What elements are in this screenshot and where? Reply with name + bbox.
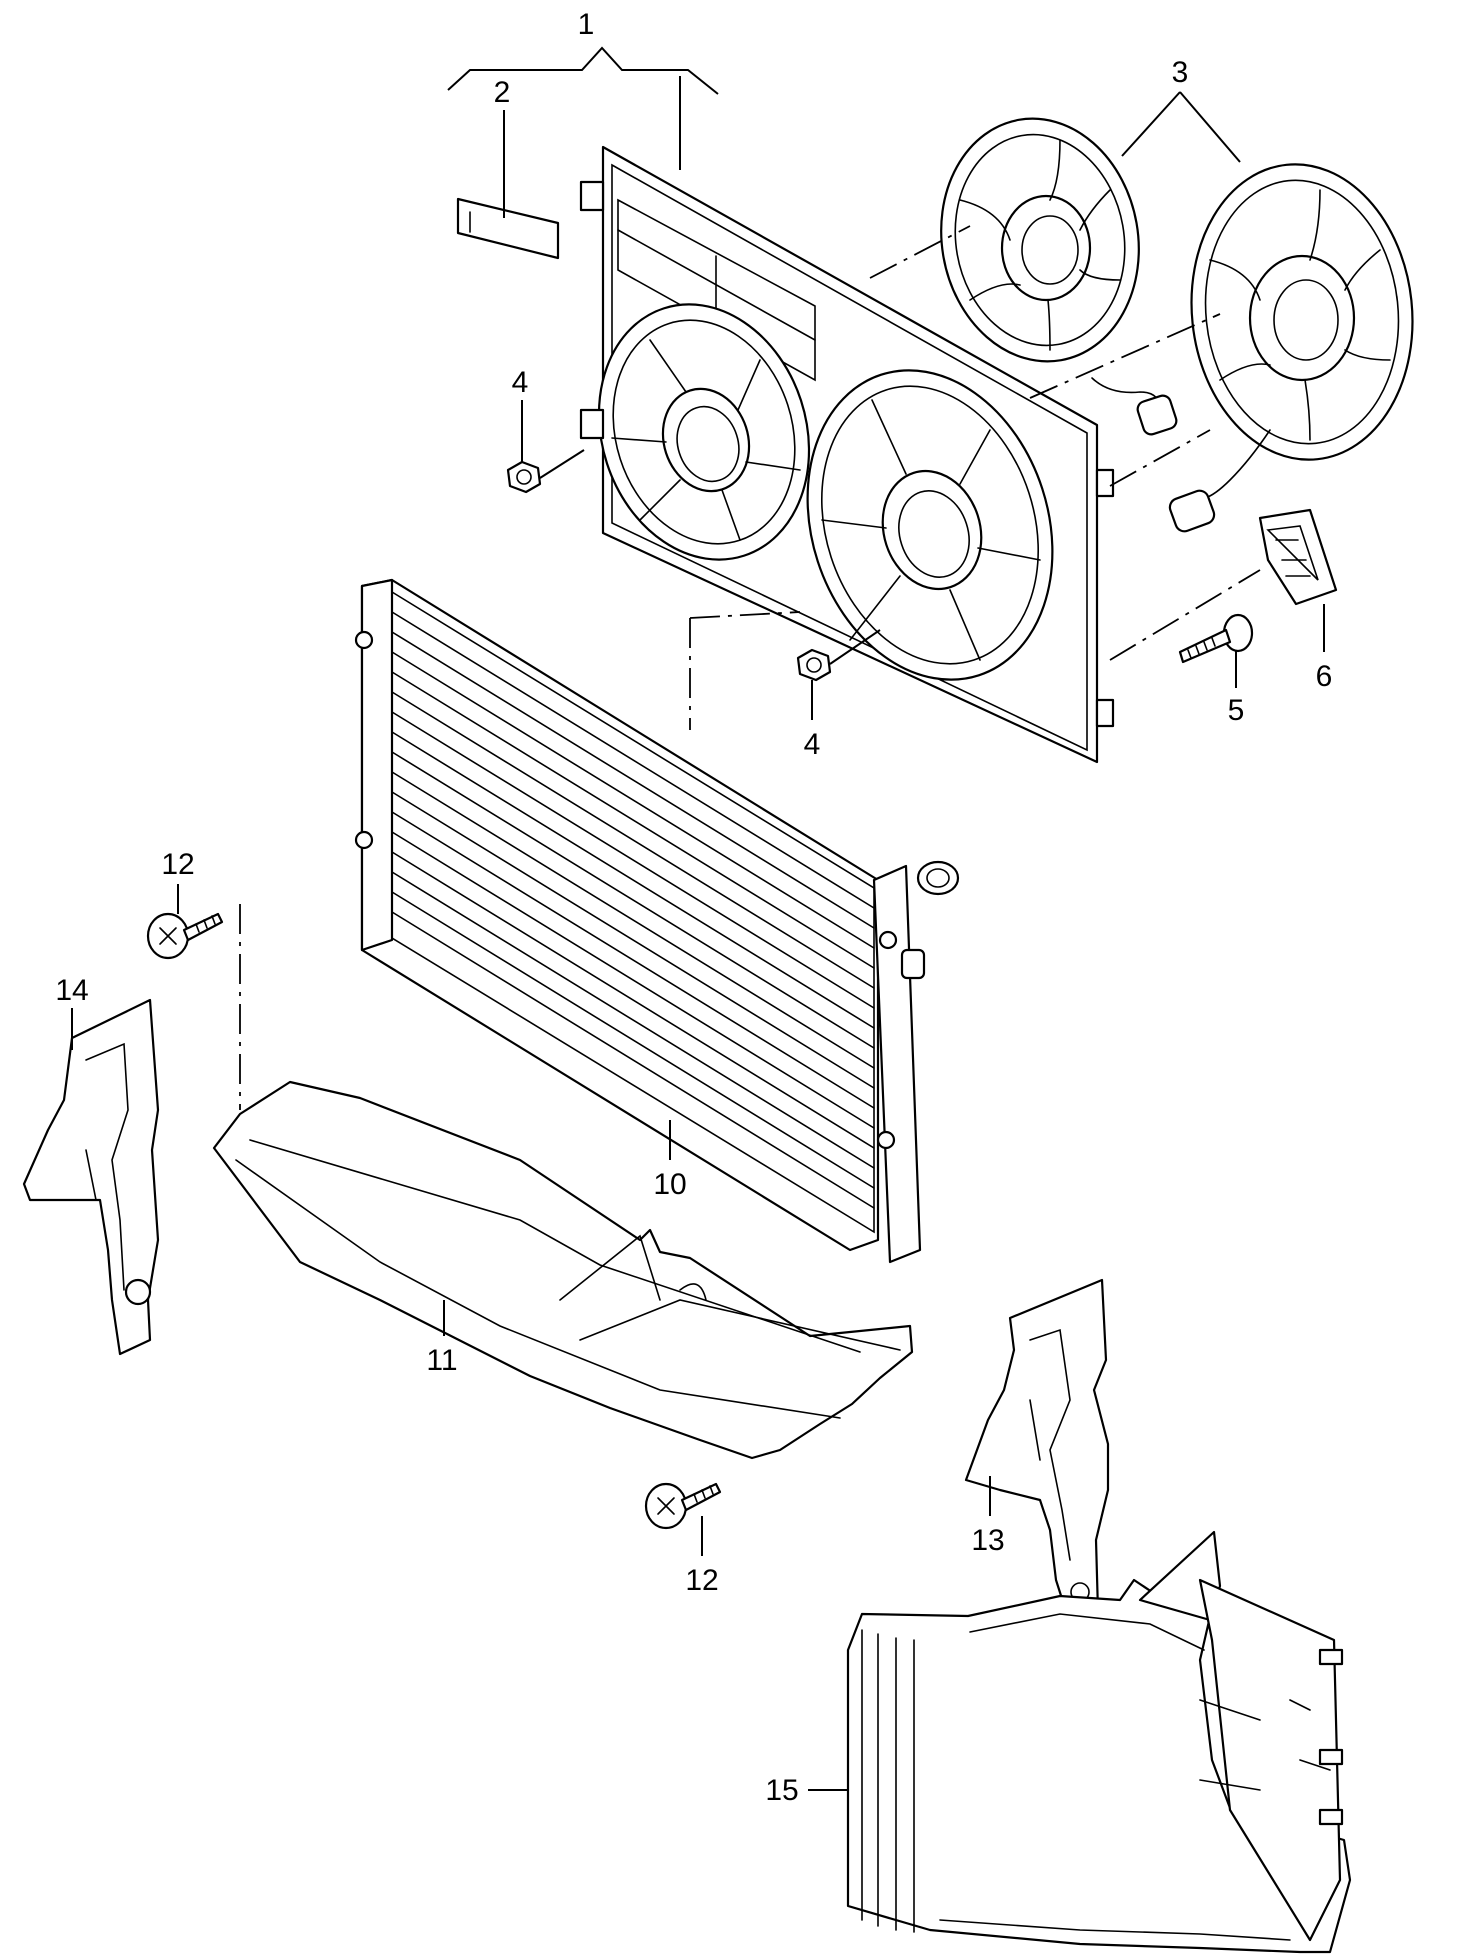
callout-4-lower: 4	[804, 728, 821, 761]
shroud-right-fan-ring	[806, 369, 1054, 681]
nut-upper	[506, 460, 542, 494]
callout-12-upper: 12	[161, 848, 194, 881]
callout-13: 13	[971, 1524, 1004, 1557]
callout-1: 1	[578, 8, 595, 41]
fan-shroud	[579, 145, 1115, 764]
callout-5: 5	[1228, 694, 1245, 727]
callout-15: 15	[765, 1774, 798, 1807]
callout-4-upper: 4	[512, 366, 529, 399]
nut-lower	[796, 648, 832, 682]
bolt-12-lower	[644, 1482, 722, 1530]
screw-5	[1178, 613, 1254, 664]
fan-left	[940, 117, 1178, 436]
alignment-lines	[239, 225, 1261, 1110]
callout-10: 10	[653, 1168, 686, 1201]
callout-11: 11	[426, 1344, 457, 1377]
callout-6: 6	[1316, 660, 1333, 693]
air-duct	[846, 1530, 1352, 1954]
radiator	[354, 578, 960, 1264]
callout-14: 14	[55, 974, 88, 1007]
bolt-12-upper	[146, 912, 224, 960]
callout-2: 2	[494, 76, 511, 109]
shroud-left-fan-ring	[597, 303, 811, 561]
callout-labels: 1 2 3 4 4 5 6 10 11 12 12 13 14 15	[55, 8, 1332, 1807]
right-air-guide	[964, 1278, 1110, 1632]
callout-3: 3	[1172, 56, 1189, 89]
lower-air-deflector	[212, 1080, 914, 1460]
label-sticker	[456, 197, 560, 260]
fan-right	[1168, 163, 1414, 533]
callout-12-lower: 12	[685, 1564, 718, 1597]
clip-6	[1258, 508, 1338, 606]
leader-lines	[71, 46, 1325, 1791]
left-air-guide	[22, 998, 160, 1356]
